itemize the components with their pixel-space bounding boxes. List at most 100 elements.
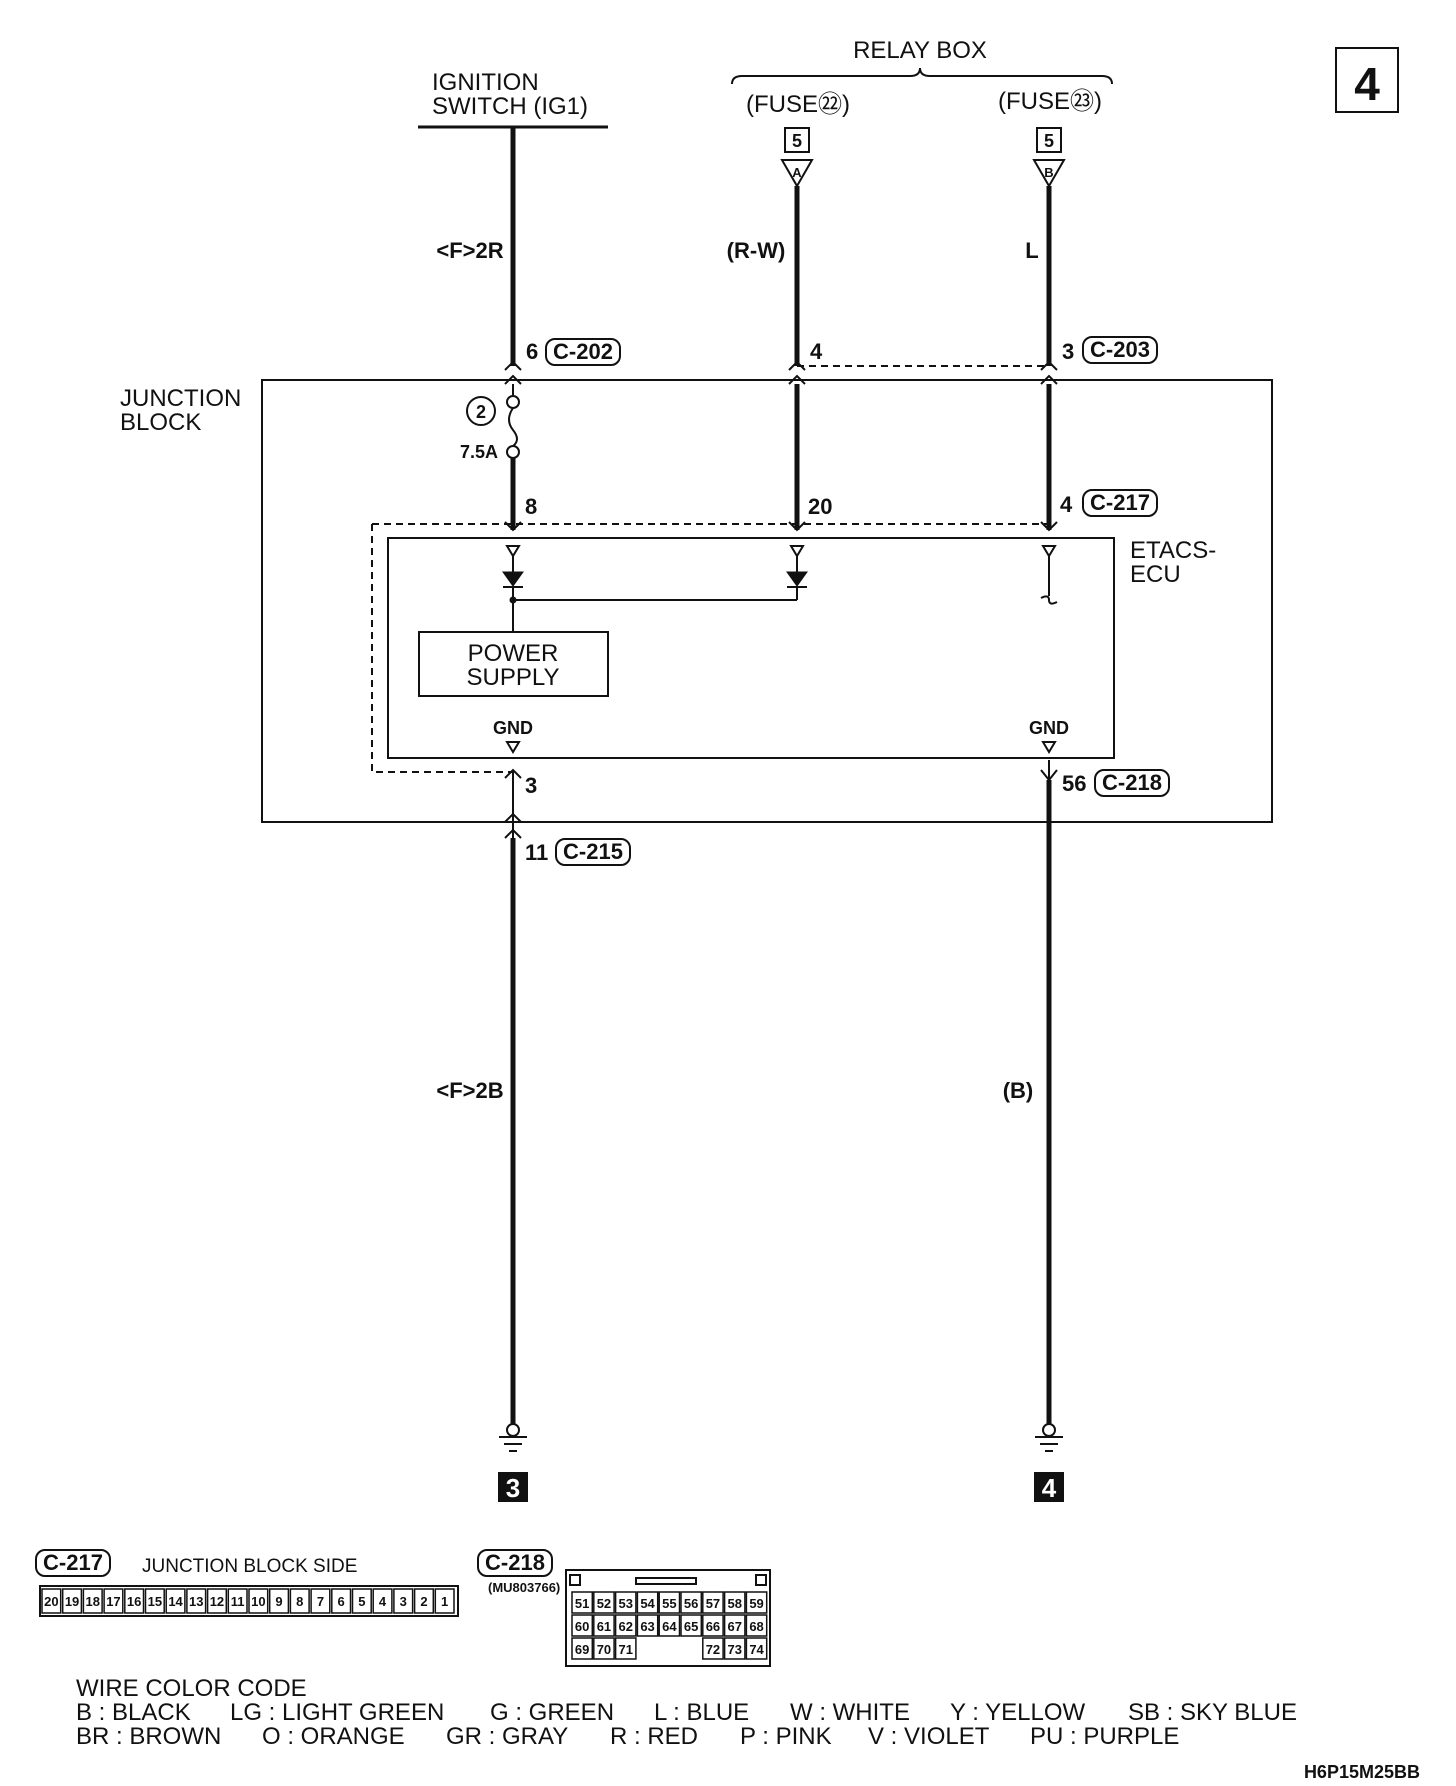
relay-box-title: RELAY BOX bbox=[853, 37, 987, 64]
power-supply-box bbox=[418, 631, 609, 697]
c218-pin-cell bbox=[680, 1591, 703, 1614]
c217-side-label: JUNCTION BLOCK SIDE bbox=[142, 1556, 357, 1577]
c217-connector-body bbox=[39, 1585, 459, 1617]
wire-color-ignition: <F>2R bbox=[436, 238, 503, 263]
c217-view-badge bbox=[35, 1549, 111, 1577]
connector-b-box bbox=[1036, 127, 1062, 153]
c217-label: C-217 bbox=[1090, 490, 1150, 515]
c217-pin-cell bbox=[165, 1588, 186, 1614]
c217-pin-15: 15 bbox=[148, 1594, 162, 1609]
c217-pin-2: 2 bbox=[420, 1594, 427, 1609]
diode-1 bbox=[502, 571, 524, 587]
c218-pin-71: 71 bbox=[619, 1642, 633, 1657]
c218-pin-cell bbox=[745, 1591, 768, 1614]
connector-a-box bbox=[784, 127, 810, 153]
connector-b-letter: B bbox=[1044, 165, 1053, 180]
wire-color-fuse22: (R-W) bbox=[727, 238, 786, 263]
c217-pin-cell bbox=[248, 1588, 269, 1614]
c218-pin-59: 59 bbox=[749, 1596, 763, 1611]
c218-pin-cell bbox=[702, 1591, 724, 1614]
c217-pin-cell bbox=[351, 1588, 372, 1614]
gnd-label-2: GND bbox=[1029, 718, 1069, 738]
c218-pin-cell bbox=[680, 1614, 703, 1637]
ecu-input-2 bbox=[789, 545, 805, 558]
ecu-input-3 bbox=[1041, 545, 1057, 558]
c218-key bbox=[635, 1577, 697, 1585]
ecu-entry-arrow-1 bbox=[504, 521, 522, 532]
pin-c215-11: 11 bbox=[525, 840, 548, 865]
c218-label: C-218 bbox=[1102, 770, 1162, 795]
gnd-terminal-1 bbox=[505, 741, 521, 754]
legend-entry: B : BLACK bbox=[76, 1699, 191, 1726]
fuse-element bbox=[508, 407, 518, 447]
ground-point-4-box bbox=[1034, 1472, 1064, 1502]
c217-pin-cell bbox=[393, 1588, 414, 1614]
c218-pin-65: 65 bbox=[684, 1619, 698, 1634]
junction-dot bbox=[509, 596, 517, 604]
ground-point-4: 4 bbox=[1042, 1473, 1057, 1503]
c218-pin-cell bbox=[593, 1637, 615, 1660]
fuse22-label: (FUSE㉒) bbox=[746, 91, 850, 118]
c217-pin-cell bbox=[331, 1588, 352, 1614]
c217-pin-11: 11 bbox=[231, 1594, 245, 1609]
c218-view-label: C-218 bbox=[485, 1550, 545, 1575]
c217-pin-cell bbox=[41, 1588, 62, 1614]
c218-pin-51: 51 bbox=[575, 1596, 589, 1611]
c218-pin-58: 58 bbox=[728, 1596, 742, 1611]
c218-pin-60: 60 bbox=[575, 1619, 589, 1634]
legend-entry: GR : GRAY bbox=[446, 1723, 568, 1750]
c217-pin-cell bbox=[82, 1588, 103, 1614]
pin-c217-20: 20 bbox=[808, 494, 832, 519]
wire-color-ground-3: <F>2B bbox=[436, 1078, 503, 1103]
c218-pin-cell bbox=[593, 1591, 615, 1614]
c217-pin-17: 17 bbox=[106, 1594, 120, 1609]
legend-entry: SB : SKY BLUE bbox=[1128, 1699, 1297, 1726]
connector-b-triangle bbox=[1032, 159, 1066, 189]
c218-pin-cell bbox=[745, 1614, 768, 1637]
c218-pin-64: 64 bbox=[662, 1619, 677, 1634]
c218-pin-cell bbox=[723, 1614, 746, 1637]
c218-pin-cell bbox=[702, 1637, 724, 1660]
etacs-ecu-outline bbox=[387, 537, 1115, 759]
fuse23-label: (FUSE㉓) bbox=[998, 88, 1102, 115]
c215-label: C-215 bbox=[563, 839, 623, 864]
c218-pin-55: 55 bbox=[662, 1596, 676, 1611]
fuse-rating: 7.5A bbox=[460, 442, 498, 462]
jb-entry-arrow-1 bbox=[504, 360, 522, 385]
power-supply-label-2: SUPPLY bbox=[467, 664, 560, 691]
c218-pin-66: 66 bbox=[706, 1619, 720, 1634]
c217-pin-9: 9 bbox=[275, 1594, 282, 1609]
gnd-terminal-2 bbox=[1041, 741, 1057, 754]
fuse-terminal-bottom bbox=[506, 445, 520, 459]
c217-pin-12: 12 bbox=[210, 1594, 224, 1609]
ecu-entry-arrow-3 bbox=[1040, 521, 1058, 532]
c203-badge bbox=[1082, 336, 1158, 364]
relay-box-brace bbox=[731, 67, 1113, 85]
connector-a-triangle bbox=[780, 159, 814, 189]
jb-entry-arrow-3 bbox=[1040, 360, 1058, 385]
c218-pin-cell bbox=[593, 1614, 615, 1637]
c217-pin-cell bbox=[413, 1588, 435, 1614]
c217-pin-6: 6 bbox=[338, 1594, 345, 1609]
c218-pin-cell bbox=[571, 1614, 594, 1637]
pin-c203-3: 3 bbox=[1062, 339, 1074, 364]
ecu-input-1 bbox=[505, 545, 521, 558]
c217-pin-cell bbox=[227, 1588, 248, 1614]
etacs-label-2: ECU bbox=[1130, 561, 1181, 588]
pin-c202-6: 6 bbox=[526, 339, 538, 364]
legend-title: WIRE COLOR CODE bbox=[76, 1675, 307, 1702]
connector-b-num: 5 bbox=[1044, 131, 1054, 151]
legend-entry: R : RED bbox=[610, 1723, 698, 1750]
page-number: 4 bbox=[1354, 58, 1380, 110]
ground-point-3-box bbox=[498, 1472, 528, 1502]
c217-badge bbox=[1082, 489, 1158, 517]
c217-pin-14: 14 bbox=[168, 1594, 183, 1609]
c217-view-label: C-217 bbox=[43, 1550, 103, 1575]
c215-badge bbox=[555, 838, 631, 866]
legend-entry: G : GREEN bbox=[490, 1699, 614, 1726]
c217-pin-7: 7 bbox=[317, 1594, 324, 1609]
pin-c218-56: 56 bbox=[1062, 771, 1086, 796]
